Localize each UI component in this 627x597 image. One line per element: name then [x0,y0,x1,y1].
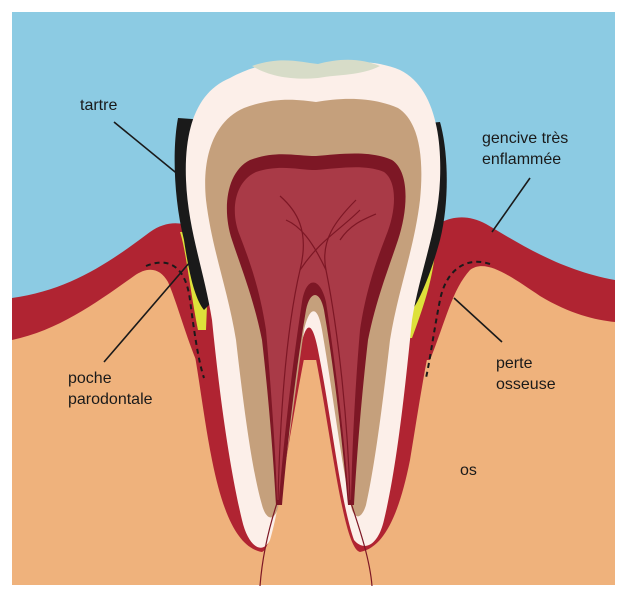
label-perte-line1: perte [496,353,556,374]
label-poche: poche parodontale [68,368,153,410]
label-poche-line1: poche [68,368,153,389]
label-gencive: gencive très enflammée [482,128,568,170]
label-gencive-line2: enflammée [482,149,568,170]
label-poche-line2: parodontale [68,389,153,410]
label-gencive-line1: gencive très [482,128,568,149]
label-tartre-text: tartre [80,95,117,116]
label-os-text: os [460,460,477,481]
label-perte-line2: osseuse [496,374,556,395]
label-tartre: tartre [80,95,117,116]
label-os: os [460,460,477,481]
label-perte: perte osseuse [496,353,556,395]
